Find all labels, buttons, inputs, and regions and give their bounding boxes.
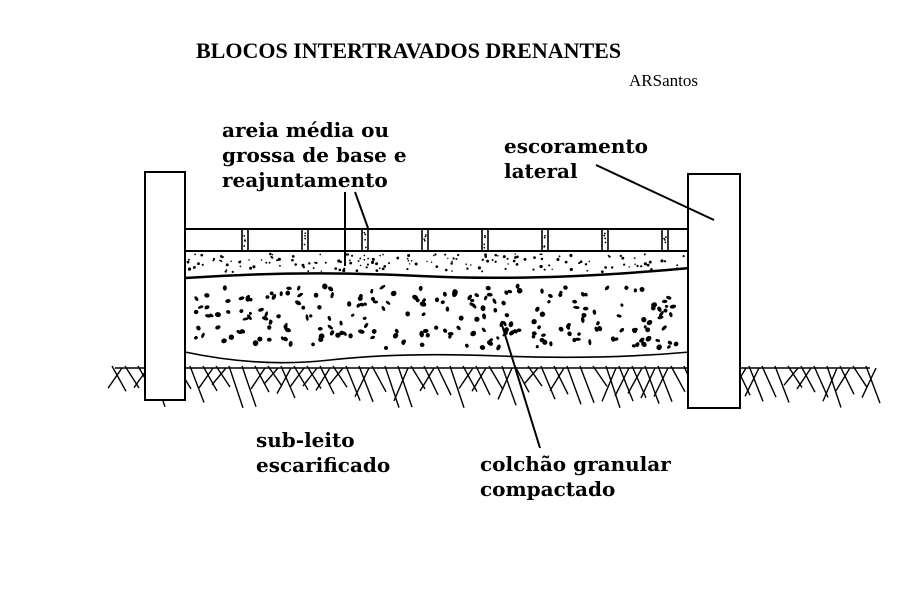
granular-leader-line <box>501 324 541 449</box>
sand-label-line-2: grossa de base e <box>222 143 407 167</box>
lateral-label-line-1: escoramento <box>504 134 649 158</box>
author-credit: ARSantos <box>629 71 698 90</box>
subgrade-hatching <box>107 365 881 409</box>
subgrade-label: sub-leito escarificado <box>256 428 390 478</box>
right-lateral-curb <box>687 173 741 409</box>
granular-bed-layer <box>184 267 691 364</box>
lateral-leader-line <box>595 164 715 221</box>
sand-bottom-line <box>184 266 691 280</box>
sand-base-layer <box>185 251 690 277</box>
left-lateral-curb <box>144 171 186 401</box>
subgrade-label-line-2: escarificado <box>256 453 391 477</box>
granular-label-line-1: colchão granular <box>480 452 671 476</box>
sand-leader-line-2 <box>354 191 369 229</box>
granular-label-line-2: compactado <box>480 477 616 501</box>
sand-label-line-3: reajuntamento <box>222 168 388 192</box>
lateral-label-line-2: lateral <box>504 159 578 183</box>
lateral-label: escoramento lateral <box>504 134 648 184</box>
subgrade-label-line-1: sub-leito <box>256 428 355 452</box>
sand-label: areia média ou grossa de base e reajunta… <box>222 118 407 193</box>
sand-speckles <box>186 252 685 274</box>
granular-label: colchão granular compactado <box>480 452 671 502</box>
sand-label-line-1: areia média ou <box>222 118 390 142</box>
diagram-title: BLOCOS INTERTRAVADOS DRENANTES <box>196 38 622 63</box>
paver-blocks-row <box>185 228 690 252</box>
gravel-dots <box>193 283 679 351</box>
